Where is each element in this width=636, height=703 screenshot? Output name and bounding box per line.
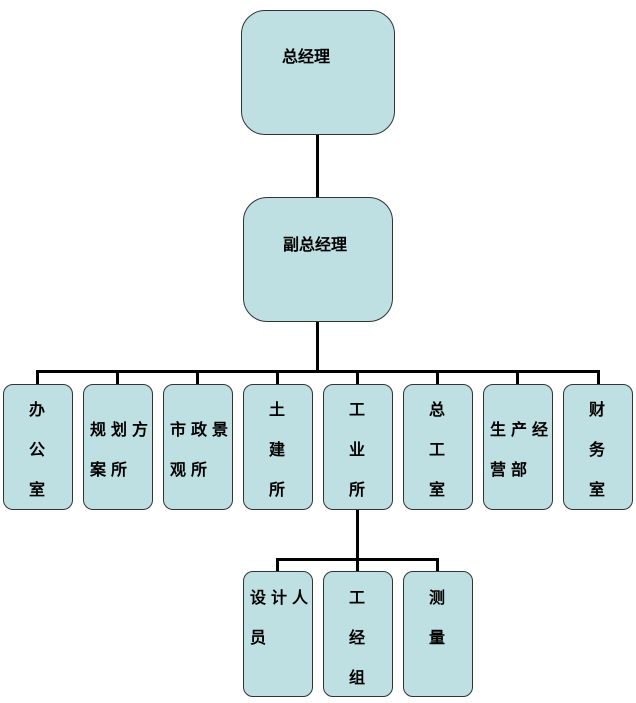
connector-sub-1 xyxy=(276,558,279,572)
node-sub-unit-survey: 测 量 xyxy=(403,571,473,697)
node-department-production: 生产经 营部 xyxy=(483,384,553,510)
connector-dept-2 xyxy=(116,370,119,385)
node-label: 土 建 所 xyxy=(269,400,291,499)
node-label: 办 公 室 xyxy=(29,400,51,499)
node-label: 财 务 室 xyxy=(589,400,611,499)
connector-sub-2 xyxy=(356,558,359,572)
connector-dept-3 xyxy=(196,370,199,385)
node-label: 测 量 xyxy=(429,588,451,647)
node-department-chief-engineer: 总 工 室 xyxy=(403,384,473,510)
connector-deputy-bus xyxy=(316,320,319,372)
node-deputy-general-manager: 副总经理 xyxy=(243,197,393,322)
node-label: 副总经理 xyxy=(283,235,348,254)
department-bus-line xyxy=(36,370,600,373)
node-label: 总 工 室 xyxy=(429,400,451,499)
node-department-civil: 土 建 所 xyxy=(243,384,313,510)
connector-gm-deputy xyxy=(316,134,319,198)
connector-dept-5 xyxy=(356,370,359,385)
node-department-landscape: 市政景 观所 xyxy=(163,384,233,510)
connector-dept-8 xyxy=(597,370,600,385)
node-label: 规划方 案所 xyxy=(90,420,154,479)
node-sub-unit-cost-group: 工 经 组 xyxy=(323,571,393,697)
connector-dept-7 xyxy=(516,370,519,385)
node-label: 设计人 员 xyxy=(250,588,314,647)
connector-dept-4 xyxy=(276,370,279,385)
connector-dept-6 xyxy=(436,370,439,385)
node-general-manager: 总经理 xyxy=(241,10,395,135)
node-label: 生产经 营部 xyxy=(490,420,554,479)
node-label: 市政景 观所 xyxy=(170,420,234,479)
node-department-industrial: 工 业 所 xyxy=(323,384,393,510)
node-department-office: 办 公 室 xyxy=(3,384,73,510)
connector-dept-1 xyxy=(36,370,39,385)
connector-industry-bus xyxy=(356,508,359,561)
node-label: 工 经 组 xyxy=(349,588,371,687)
node-department-planning: 规划方 案所 xyxy=(83,384,153,510)
node-label: 总经理 xyxy=(282,47,331,66)
node-sub-unit-designers: 设计人 员 xyxy=(243,571,313,697)
node-department-finance: 财 务 室 xyxy=(563,384,633,510)
node-label: 工 业 所 xyxy=(349,400,371,499)
connector-sub-3 xyxy=(436,558,439,572)
